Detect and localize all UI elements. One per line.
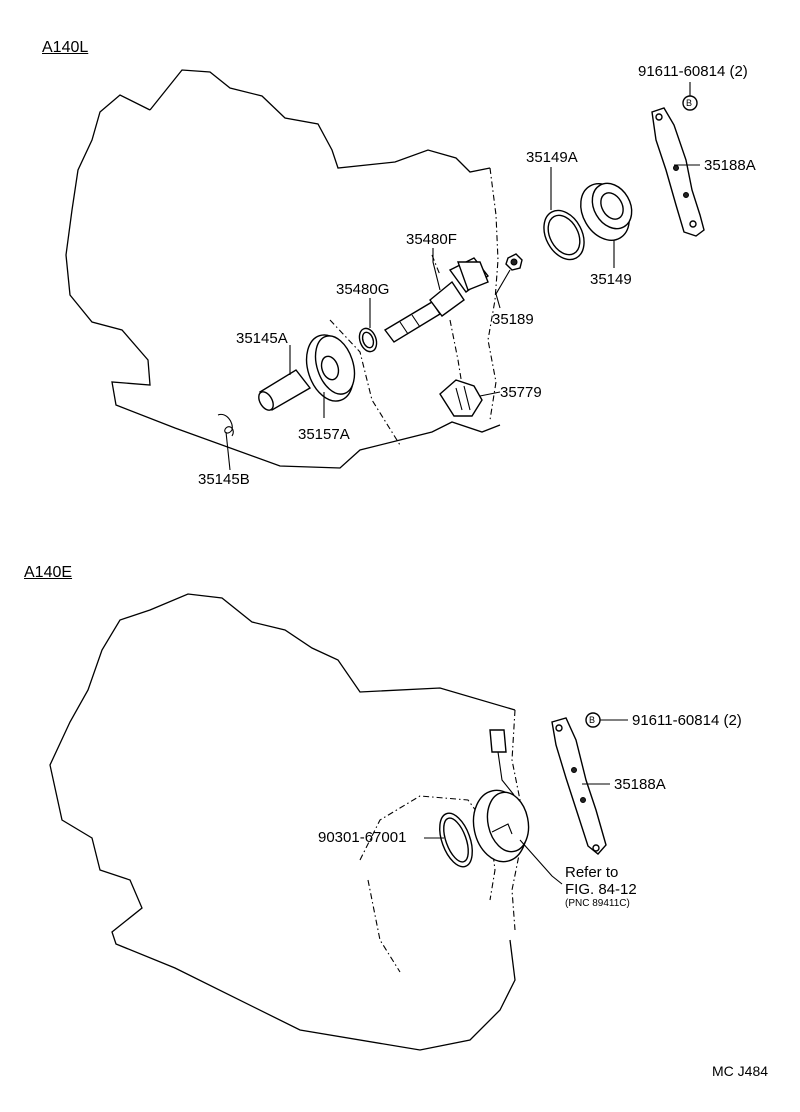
section-title-a140e: A140E xyxy=(24,564,73,581)
bolt-marker-bottom: B xyxy=(589,715,596,725)
small-o-ring-icon xyxy=(358,327,378,353)
pnc-reference: (PNC 89411C) xyxy=(565,898,630,909)
part-label-35480f: 35480F xyxy=(406,231,457,248)
part-label-35145a: 35145A xyxy=(236,330,288,347)
bracket-icon xyxy=(551,717,607,855)
part-label-91611-top: 91611-60814 (2) xyxy=(638,63,748,80)
figure-reference: FIG. 84-12 xyxy=(565,881,637,898)
part-label-35189: 35189 xyxy=(492,311,534,328)
speed-sensor-icon xyxy=(472,729,530,863)
nut-icon xyxy=(505,253,523,271)
refer-to-text: Refer to xyxy=(565,864,619,881)
sleeve-icon xyxy=(305,334,356,402)
transmission-outline-top xyxy=(65,69,501,469)
section-title-a140l: A140L xyxy=(42,39,89,56)
part-label-35149: 35149 xyxy=(590,271,632,288)
o-ring-icon xyxy=(439,812,473,868)
leader-lines-bottom xyxy=(424,719,628,885)
housing-dashline-bottom xyxy=(359,709,521,973)
gear-icon xyxy=(439,379,483,417)
shaft-icon xyxy=(258,369,312,411)
driven-gear-shaft-icon xyxy=(383,257,489,343)
part-label-35149a: 35149A xyxy=(526,149,578,166)
part-label-35779: 35779 xyxy=(500,384,542,401)
part-label-90301: 90301-67001 xyxy=(318,829,407,846)
part-label-91611-bottom: 91611-60814 (2) xyxy=(632,712,742,729)
bracket-icon xyxy=(651,107,705,237)
o-ring-icon xyxy=(543,209,585,261)
bolt-marker-top: B xyxy=(686,98,693,108)
part-label-35480g: 35480G xyxy=(336,281,390,298)
part-label-35188a-top: 35188A xyxy=(704,157,756,174)
part-label-35188a-bottom: 35188A xyxy=(614,776,666,793)
part-label-35145b: 35145B xyxy=(198,471,250,488)
transmission-outline-bottom xyxy=(49,593,516,1051)
diagram-code: MC J484 xyxy=(712,1063,769,1079)
housing-dashline-top xyxy=(329,167,499,446)
cover-icon xyxy=(580,182,633,241)
part-label-35157a: 35157A xyxy=(298,426,350,443)
leader-lines-top xyxy=(225,82,700,471)
